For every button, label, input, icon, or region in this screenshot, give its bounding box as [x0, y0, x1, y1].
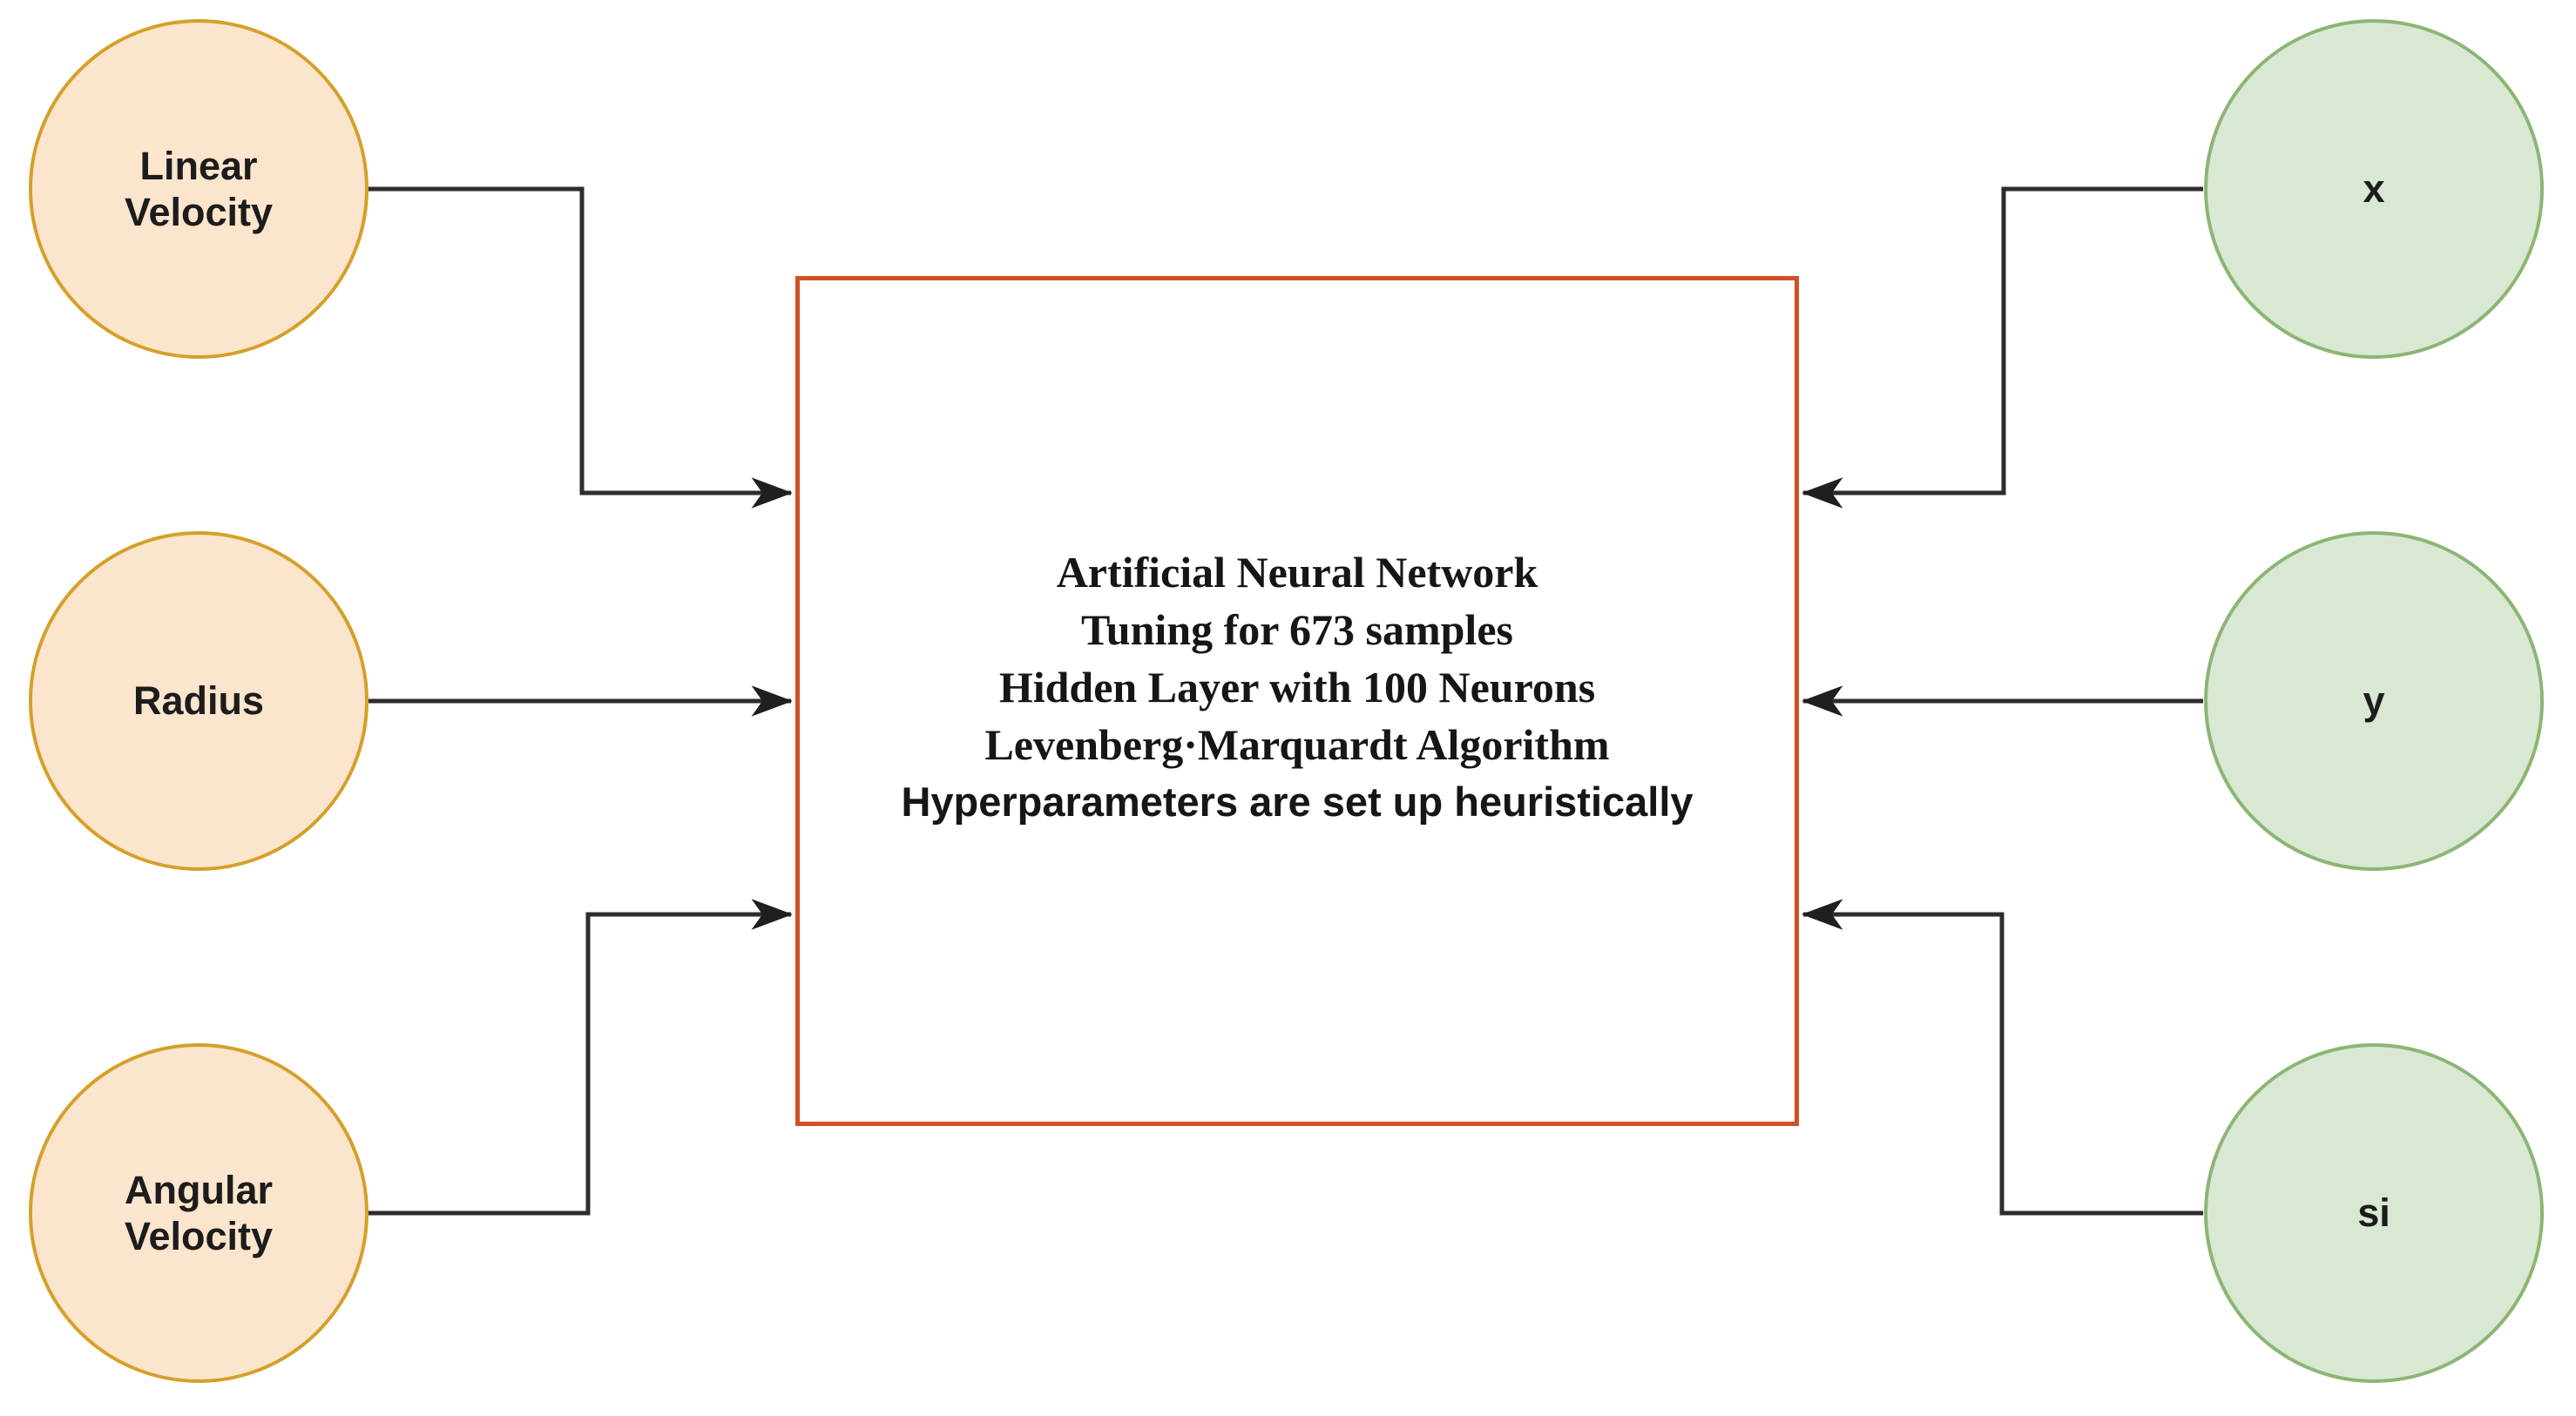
connector-si-to-box [1802, 899, 2203, 1216]
ann-process-box-text: Artificial Neural Network Tuning for 673… [901, 543, 1693, 831]
output-node-x: x [2204, 19, 2544, 359]
input-node-linear-velocity: Linear Velocity [29, 19, 368, 359]
node-label-line: x [2363, 166, 2385, 212]
node-label-line: Angular [124, 1167, 273, 1212]
ann-box-line-hyperparams: Hyperparameters are set up heuristically [901, 779, 1694, 825]
node-label-line: y [2363, 678, 2385, 724]
connector-x-to-box [1802, 186, 2203, 509]
output-node-si: si [2204, 1043, 2544, 1383]
ann-process-box: Artificial Neural Network Tuning for 673… [795, 276, 1799, 1126]
ann-box-line-algorithm: Levenberg·Marquardt Algorithm [984, 720, 1610, 769]
node-label-line: Velocity [124, 1214, 274, 1258]
node-label-line: Velocity [124, 190, 274, 234]
connector-angular-velocity-to-box [367, 899, 793, 1216]
node-label-line: Linear [139, 143, 258, 188]
ann-box-line-title: Artificial Neural Network [1056, 548, 1538, 597]
ann-box-line-hidden-layer: Hidden Layer with 100 Neurons [998, 663, 1596, 711]
node-label-line: Radius [132, 678, 265, 724]
ann-box-line-tuning: Tuning for 673 samples [1081, 605, 1513, 654]
input-node-angular-velocity: Angular Velocity [29, 1043, 368, 1383]
input-node-radius: Radius [29, 531, 368, 871]
connector-linear-velocity-to-box [367, 186, 793, 509]
output-node-y: y [2204, 531, 2544, 871]
node-label-line: si [2357, 1190, 2390, 1236]
